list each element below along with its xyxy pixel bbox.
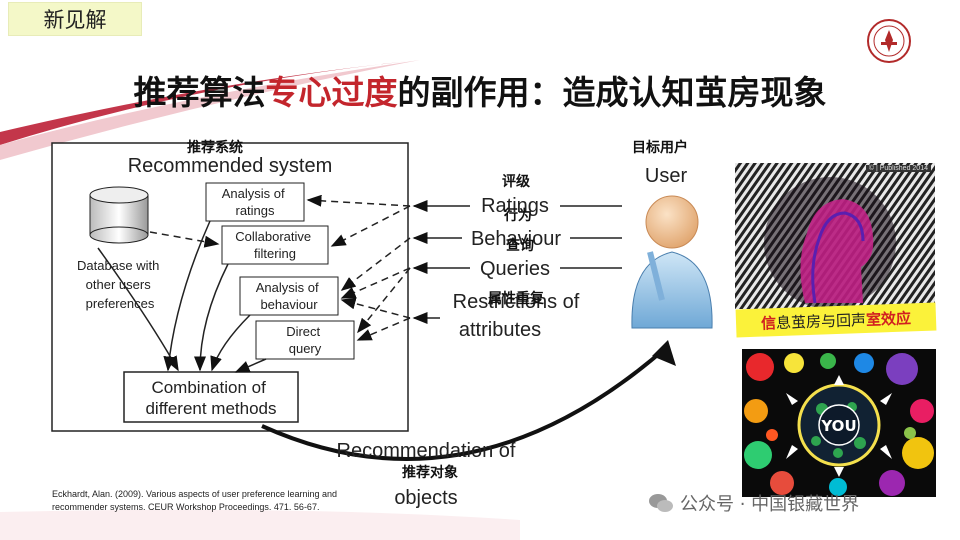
- citation: Eckhardt, Alan. (2009). Various aspects …: [52, 489, 337, 512]
- queries-label: Queries: [480, 258, 550, 280]
- svg-text:Analysis of behaviour: Analysis of behaviour: [256, 280, 323, 312]
- queries-cn-label: 查询: [506, 237, 534, 254]
- ratings-label: Ratings: [481, 195, 549, 217]
- system-title: Recommended system: [128, 155, 333, 177]
- recommendation-cn-label: 推荐对象: [402, 464, 458, 481]
- svg-text:Combination of different: Combination of different methods: [145, 378, 276, 418]
- user-avatar-icon: [631, 195, 713, 329]
- you-label: YOU: [820, 417, 856, 435]
- objects-label: objects: [394, 487, 457, 509]
- svg-text:Direct query: Direct query: [286, 324, 324, 356]
- combination-box: Combination of different methods: [123, 371, 299, 423]
- wechat-icon: [649, 494, 673, 512]
- database-icon: [89, 186, 149, 244]
- watermark: 公众号 · 中国银藏世界: [648, 490, 859, 516]
- system-title-cn: 推荐系统: [187, 139, 243, 156]
- bubble-circles-icon: YOU: [744, 353, 934, 496]
- section-badge: 新见解: [8, 2, 142, 36]
- user-cn-label: 目标用户: [632, 139, 688, 156]
- ratings-cn-label: 评级: [502, 173, 531, 190]
- filter-bubble-image: © | Published 2014: [735, 163, 935, 309]
- published-tag: © | Published 2014: [865, 165, 931, 172]
- university-logo: [867, 19, 911, 63]
- collaborative-filtering-box: Collaborative filtering: [221, 225, 329, 265]
- restrictions-label: Restrictions of: [453, 291, 580, 313]
- direct-query-box: Direct query: [255, 320, 355, 360]
- analysis-behaviour-box: Analysis of behaviour: [239, 276, 339, 316]
- svg-text:Analysis of ratings: Analysis of ratings: [222, 186, 289, 218]
- head-silhouette-icon: [735, 163, 935, 309]
- you-bubble-image: YOU: [742, 349, 936, 497]
- recommendation-label: Recommendation of: [337, 440, 516, 462]
- behaviour-cn-label: 行为: [503, 207, 532, 224]
- restrictions-cn-label: 属性重复: [488, 290, 545, 307]
- recommendation-arrow: [261, 344, 670, 461]
- page-title: 推荐算法专心过度的副作用：造成认知茧房现象: [133, 73, 827, 112]
- attributes-label: attributes: [459, 319, 541, 341]
- behaviour-label: Behaviour: [471, 228, 561, 250]
- database-label: Database with other users preferences: [77, 258, 163, 311]
- svg-text:Collaborative filtering: Collaborative filtering: [235, 229, 315, 261]
- user-label: User: [645, 165, 688, 187]
- analysis-ratings-box: Analysis of ratings: [205, 182, 305, 222]
